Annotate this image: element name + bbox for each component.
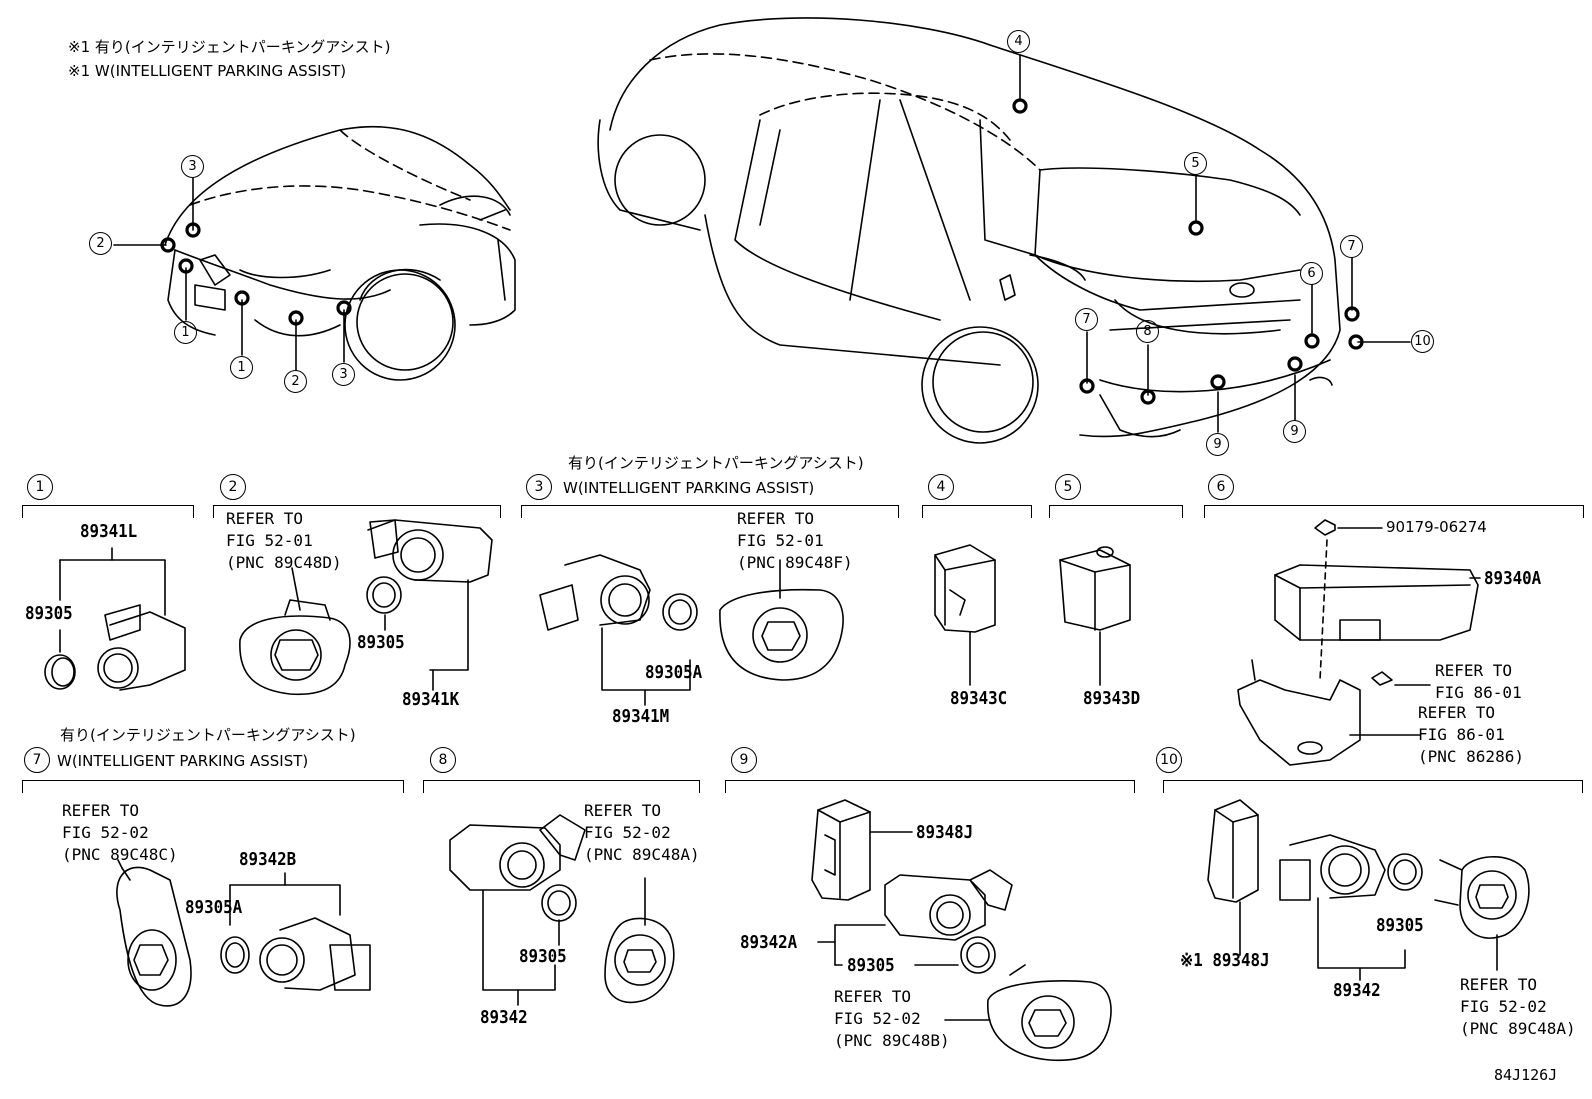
rear-car-illustration [597,17,1341,444]
callout-front-3-right[interactable]: 3 [332,363,355,386]
s9-drawing [811,799,1112,1062]
section-9-bracket [725,780,1135,793]
s1-drawing [44,547,186,691]
s3-drawing [539,554,844,706]
part-89305A-s3[interactable]: 89305A [645,662,703,683]
callout-front-3-top[interactable]: 3 [181,155,204,178]
part-89341K[interactable]: 89341K [402,689,460,710]
part-90179-06274[interactable]: 90179-06274 [1386,518,1487,536]
s8-drawing [449,814,675,1006]
section-4-bracket [922,505,1032,518]
s7-title-en: W(INTELLIGENT PARKING ASSIST) [57,752,309,770]
section-6-bracket [1204,505,1584,518]
s3-title-en: W(INTELLIGENT PARKING ASSIST) [563,479,815,497]
callout-rear-10[interactable]: 10 [1411,330,1434,353]
part-89305A-s7[interactable]: 89305A [185,897,243,918]
section-3-bracket [521,505,899,518]
section-10-number: 10 [1156,747,1182,773]
part-89305-s9[interactable]: 89305 [847,955,895,976]
part-89343D[interactable]: 89343D [1083,688,1141,709]
section-9-number: 9 [731,747,757,773]
part-89343C[interactable]: 89343C [950,688,1008,709]
s2-drawing [239,519,493,696]
section-10-bracket [1163,780,1583,793]
section-2-number: 2 [220,474,246,500]
s4-drawing [934,544,996,686]
s10-drawing [1207,799,1530,981]
part-89340A[interactable]: 89340A [1484,568,1542,589]
s7-title-jp: 有り(インテリジェントパーキングアシスト) [60,726,356,744]
section-3-number: 3 [526,474,552,500]
section-1-bracket [22,505,194,518]
front-callout-leaders [113,177,345,371]
part-89342-s8[interactable]: 89342 [480,1007,528,1028]
section-7-bracket [22,780,404,793]
part-89348J-s9[interactable]: 89348J [916,822,974,843]
section-1-number: 1 [27,474,53,500]
s5-drawing [1059,546,1131,686]
section-2-bracket [213,505,501,518]
part-89305-s1[interactable]: 89305 [25,603,73,624]
part-89341L[interactable]: 89341L [80,521,138,542]
note-line-en: ※1 W(INTELLIGENT PARKING ASSIST) [68,62,347,80]
rear-sensor-markers [1012,98,1364,405]
callout-rear-5[interactable]: 5 [1184,152,1207,175]
callout-rear-8[interactable]: 8 [1136,320,1159,343]
section-8-bracket [423,780,700,793]
section-7-number: 7 [24,747,50,773]
callout-front-2-bottom[interactable]: 2 [284,370,307,393]
figure-code: 84J126J [1494,1066,1558,1084]
section-4-number: 4 [928,474,954,500]
s3-title-jp: 有り(インテリジェントパーキングアシスト) [568,454,864,472]
part-89341M[interactable]: 89341M [612,706,670,727]
note-line-jp: ※1 有り(インテリジェントパーキングアシスト) [68,38,391,56]
s7-drawing [116,859,371,1007]
callout-front-1-right[interactable]: 1 [230,356,253,379]
part-89305-s2[interactable]: 89305 [357,632,405,653]
callout-rear-7-left[interactable]: 7 [1075,308,1098,331]
part-89342A[interactable]: 89342A [740,932,798,953]
callout-rear-9-right[interactable]: 9 [1283,420,1306,443]
part-89342B[interactable]: 89342B [239,849,297,870]
callout-rear-6[interactable]: 6 [1300,262,1323,285]
callout-rear-9-left[interactable]: 9 [1206,433,1229,456]
callout-rear-4[interactable]: 4 [1007,30,1030,53]
front-sensor-markers [160,222,352,326]
callout-front-2-left[interactable]: 2 [89,232,112,255]
callout-rear-7-right[interactable]: 7 [1340,235,1363,258]
section-8-number: 8 [430,747,456,773]
part-89348J-s10[interactable]: ※1 89348J [1180,950,1270,971]
section-5-number: 5 [1055,474,1081,500]
part-89342-s10[interactable]: 89342 [1333,980,1381,1001]
section-6-number: 6 [1208,474,1234,500]
callout-front-1-left[interactable]: 1 [174,321,197,344]
section-5-bracket [1049,505,1183,518]
part-89305-s8[interactable]: 89305 [519,946,567,967]
front-car-illustration [164,125,516,381]
rear-callout-leaders [1019,54,1411,433]
part-89305-s10[interactable]: 89305 [1376,915,1424,936]
s6-drawing [1237,519,1481,766]
